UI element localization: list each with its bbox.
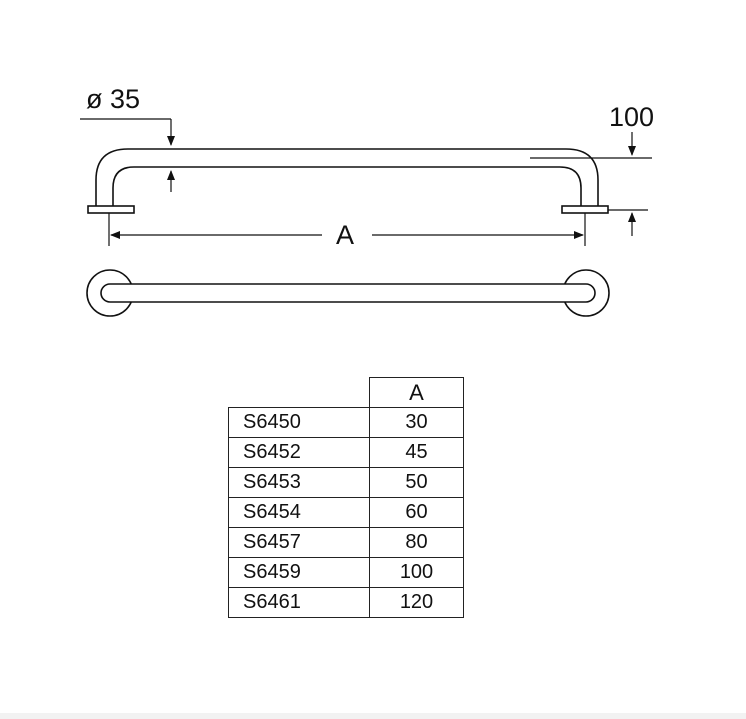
dimension-table: A S6450 30 S6452 45 S6453 50 S6454 60 S6… <box>228 377 464 618</box>
length-value: 30 <box>369 407 464 438</box>
product-code: S6452 <box>228 437 370 468</box>
table-row: S6461 120 <box>228 587 464 618</box>
bottom-strip <box>0 713 746 719</box>
grab-bar-drawing: ø 35 100 A <box>80 84 654 317</box>
table-row: S6454 60 <box>228 497 464 528</box>
projection-dimension <box>530 132 652 236</box>
grab-bar-side-view <box>87 148 609 214</box>
diameter-dimension <box>80 118 175 192</box>
length-value: 100 <box>369 557 464 588</box>
product-code: S6453 <box>228 467 370 498</box>
column-header-a: A <box>369 377 464 408</box>
length-dimension <box>108 213 586 246</box>
product-code: S6459 <box>228 557 370 588</box>
table-row: S6459 100 <box>228 557 464 588</box>
grab-bar-top-view <box>86 269 610 317</box>
table-row: S6457 80 <box>228 527 464 558</box>
left-flange <box>87 205 135 214</box>
diameter-label: ø 35 <box>86 84 140 114</box>
product-code: S6454 <box>228 497 370 528</box>
length-value: 80 <box>369 527 464 558</box>
table-corner <box>229 378 370 408</box>
right-flange <box>561 205 609 214</box>
product-code: S6450 <box>228 407 370 438</box>
length-value: 60 <box>369 497 464 528</box>
length-value: 45 <box>369 437 464 468</box>
length-label: A <box>336 220 354 250</box>
table-row: S6450 30 <box>228 407 464 438</box>
table-row: S6453 50 <box>228 467 464 498</box>
projection-label: 100 <box>609 102 654 132</box>
table-header-row: A <box>229 377 464 408</box>
product-code: S6457 <box>228 527 370 558</box>
product-code: S6461 <box>228 587 370 618</box>
table-row: S6452 45 <box>228 437 464 468</box>
length-value: 120 <box>369 587 464 618</box>
length-value: 50 <box>369 467 464 498</box>
